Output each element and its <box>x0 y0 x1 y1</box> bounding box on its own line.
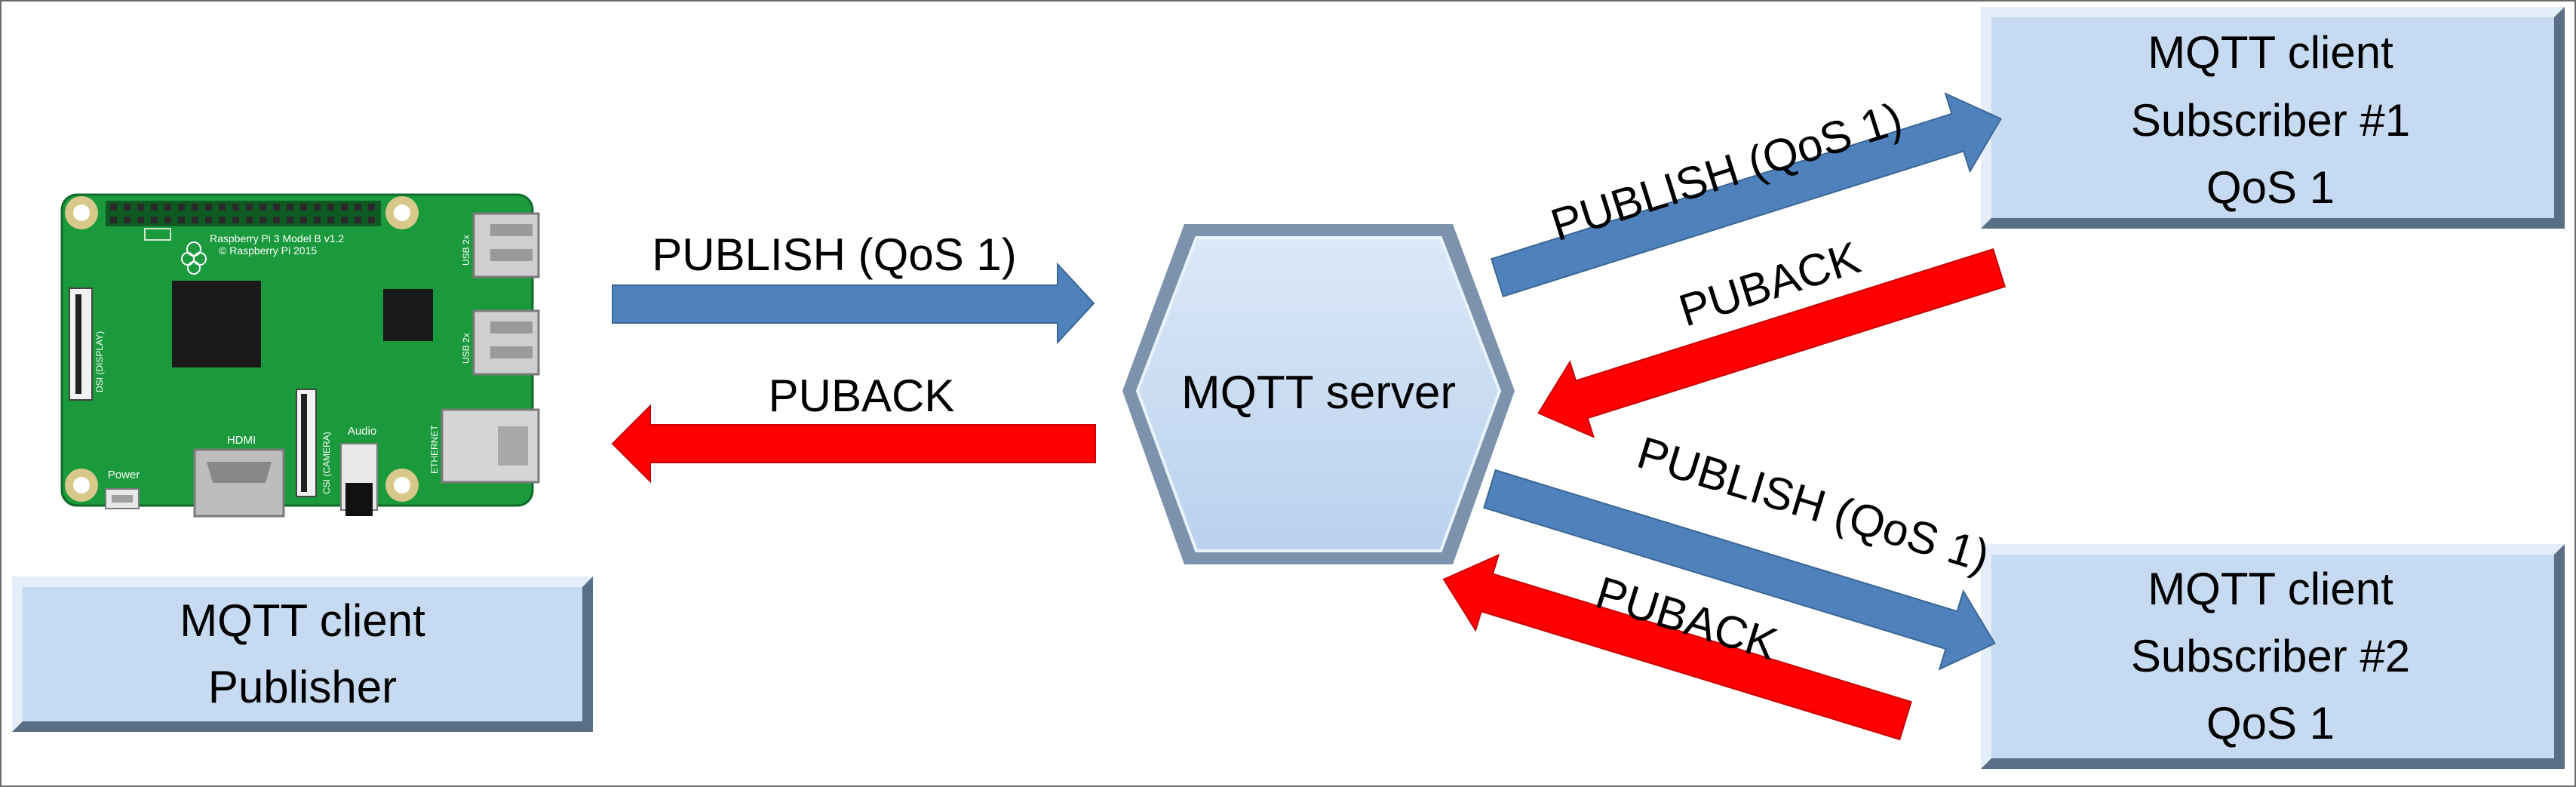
publisher-client-box: MQTT client Publisher <box>12 576 593 732</box>
subscriber2-client-box: MQTT client Subscriber #2 QoS 1 <box>1981 544 2565 769</box>
subscriber1-line3: QoS 1 <box>2206 162 2335 213</box>
board-ethernet-label: ETHERNET <box>429 425 440 474</box>
board-hdmi-label: HDMI <box>227 434 256 447</box>
publish-arrow-to-subscriber2 <box>1483 469 1996 671</box>
server-label: MQTT server <box>1181 367 1456 419</box>
board-model-label: Raspberry Pi 3 Model B v1.2 <box>210 232 344 244</box>
mqtt-server-hexagon: MQTT server <box>1122 224 1515 564</box>
subscriber1-line1: MQTT client <box>2148 27 2393 78</box>
subscriber2-line1: MQTT client <box>2148 564 2393 614</box>
subscriber2-line2: Subscriber #2 <box>2131 631 2410 681</box>
puback-arrow-from-subscriber1 <box>1537 247 2006 438</box>
publisher-line1: MQTT client <box>180 595 425 646</box>
subscriber2-line3: QoS 1 <box>2206 698 2335 749</box>
board-csi-label: CSI (CAMERA) <box>321 432 332 494</box>
publisher-line2: Publisher <box>208 662 397 712</box>
board-copyright-label: © Raspberry Pi 2015 <box>219 244 317 257</box>
raspberry-pi-board-image: Raspberry Pi 3 Model B v1.2 © Raspberry … <box>60 193 540 518</box>
publish-arrow-to-subscriber1 <box>1490 92 2003 298</box>
puback-label-publisher: PUBACK <box>769 370 955 421</box>
puback-arrow-from-subscriber2 <box>1442 553 1912 741</box>
board-audio-label: Audio <box>348 425 376 438</box>
subscriber1-client-box: MQTT client Subscriber #1 QoS 1 <box>1981 7 2565 229</box>
board-usb-bottom-label: USB 2x <box>461 333 471 364</box>
board-usb-top-label: USB 2x <box>461 235 471 266</box>
subscriber1-line2: Subscriber #1 <box>2131 95 2410 146</box>
publish-label-publisher: PUBLISH (QoS 1) <box>652 229 1017 280</box>
publish-arrow-to-server <box>612 262 1095 345</box>
board-power-label: Power <box>108 469 140 481</box>
puback-arrow-to-publisher <box>611 404 1096 484</box>
board-dsi-label: DSI (DISPLAY) <box>94 331 105 392</box>
